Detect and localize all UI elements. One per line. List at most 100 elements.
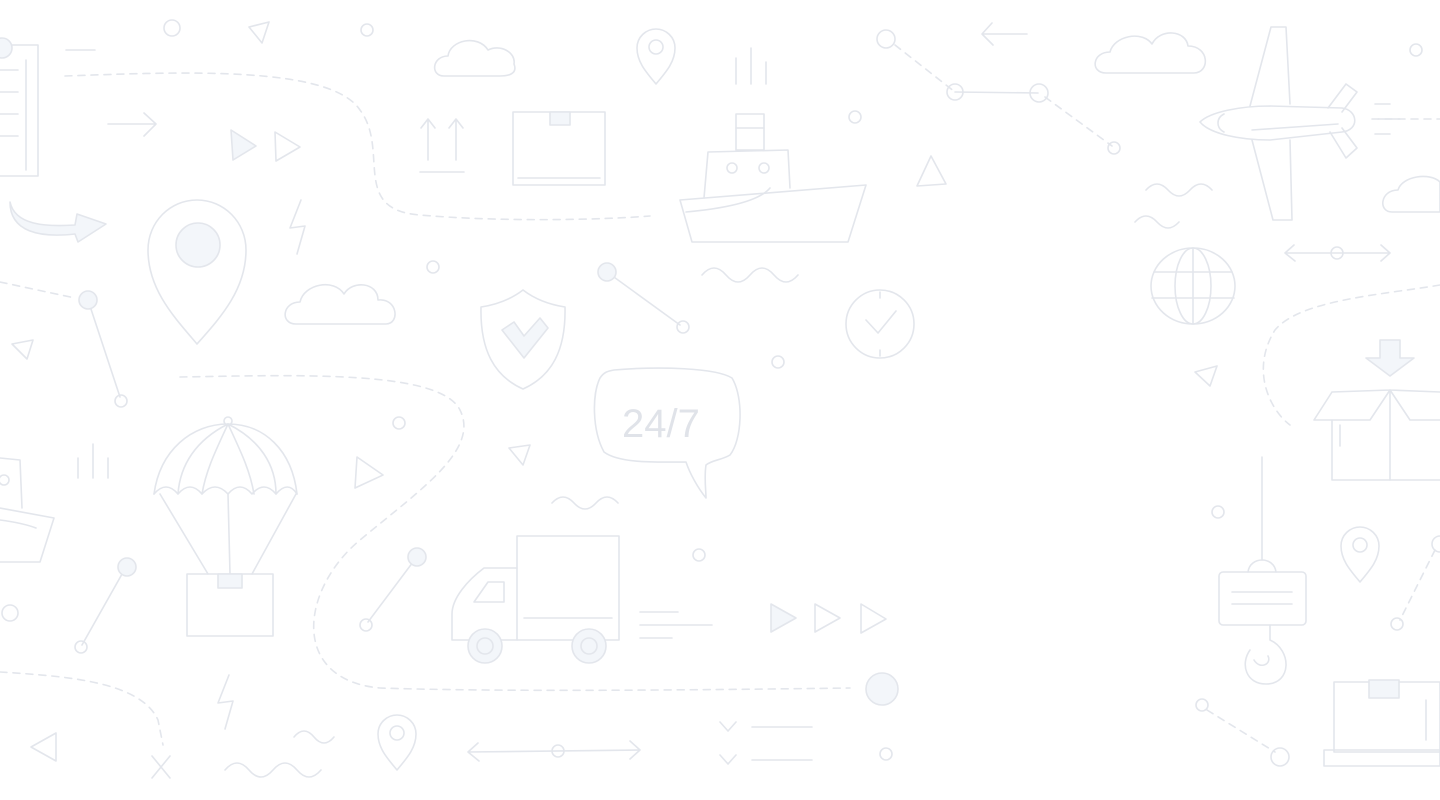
arrow-right-icon (107, 112, 157, 137)
connector-node (1195, 698, 1209, 712)
cloud-icon (1094, 32, 1207, 74)
double-arrow-icon (467, 740, 641, 762)
dashed-route-line (179, 374, 851, 692)
connector-node (114, 394, 128, 408)
arrow-left-icon (981, 22, 1028, 46)
globe-icon (1150, 247, 1236, 325)
dot-decoration (1409, 43, 1423, 57)
lightning-icon (289, 199, 306, 255)
connector-line (606, 271, 681, 326)
motion-lines (1374, 103, 1401, 135)
dot-decoration (771, 355, 785, 369)
lightning-icon (217, 674, 234, 730)
dashed-route-line (894, 44, 956, 93)
crane-hook-icon (1218, 456, 1307, 685)
play-arrows-icon (274, 131, 301, 162)
dot-decoration (360, 23, 374, 37)
clipboard-clip (0, 37, 13, 59)
wave-decoration (224, 762, 322, 778)
cargo-ship-icon (679, 113, 867, 243)
play-arrows-icon (814, 603, 841, 633)
connector-node (1107, 141, 1121, 155)
connector-node (597, 262, 617, 282)
arrows-up-icon (419, 118, 465, 173)
curved-arrow-icon (9, 201, 107, 243)
dashed-route-line (1044, 96, 1113, 147)
clipboard-icon (0, 44, 39, 177)
double-arrow-node (1330, 246, 1344, 260)
dot-decoration (1211, 505, 1225, 519)
shield-check-icon (480, 289, 566, 390)
connector-node (359, 618, 373, 632)
location-pin-icon (1340, 526, 1380, 583)
triangle-decoration (916, 155, 947, 187)
connector-line (367, 557, 417, 623)
triangle-decoration (11, 339, 34, 360)
support-bubble-text: 24/7 (622, 402, 700, 446)
clock-check-icon (845, 289, 915, 359)
parachute-delivery-icon (153, 416, 298, 637)
dot-decoration (392, 416, 406, 430)
triangle-decoration (248, 21, 270, 44)
connector-line (87, 299, 121, 398)
dot-decoration (426, 260, 440, 274)
connector-node (74, 640, 88, 654)
checklist-icon (719, 721, 813, 765)
motion-lines (77, 443, 109, 479)
cross-mark (151, 755, 171, 779)
connector-node (117, 557, 137, 577)
dot-decoration (1, 604, 19, 622)
package-box-icon (512, 111, 606, 186)
location-pin-icon (147, 199, 247, 345)
triangle-decoration (1194, 365, 1218, 387)
play-arrows-icon (860, 603, 887, 634)
connector-line (81, 566, 127, 646)
delivery-truck-icon (451, 535, 620, 664)
dot-decoration (163, 19, 181, 37)
connector-node (1270, 747, 1290, 767)
triangle-decoration (30, 732, 57, 762)
triangle-decoration (354, 456, 384, 489)
dashed-route-line (1262, 284, 1440, 426)
location-pin-icon (377, 714, 417, 771)
package-box-icon (1323, 679, 1440, 767)
connector-node (946, 83, 964, 101)
connector-node (676, 320, 690, 334)
motion-lines (639, 611, 713, 639)
motion-lines (735, 47, 767, 85)
open-box-arrow-icon (1313, 339, 1440, 481)
cloud-icon (433, 39, 516, 77)
cargo-ship-icon (0, 457, 55, 563)
connector-node (407, 547, 427, 567)
wave-decoration (1145, 183, 1213, 197)
location-pin-icon (636, 28, 676, 85)
support-chat-bubble-icon: 24/7 (593, 367, 741, 499)
triangle-decoration (508, 444, 531, 466)
double-arrow-node (551, 744, 565, 758)
cloud-icon (1382, 175, 1440, 213)
connector-node (1431, 535, 1440, 553)
dashed-route-line (0, 671, 164, 746)
wave-decoration (551, 496, 619, 510)
dashed-route-line (64, 72, 651, 221)
dot-decoration (848, 110, 862, 124)
wave-decoration (1134, 215, 1180, 229)
dashed-route-line (1206, 709, 1276, 753)
cloud-icon (284, 284, 396, 325)
play-arrows-icon (770, 603, 797, 633)
dashed-route-line (1399, 549, 1436, 621)
dot-decoration (692, 548, 706, 562)
dashed-route-line (0, 281, 76, 299)
connector-node (78, 290, 98, 310)
dot-decoration (879, 747, 893, 761)
connector-node (1390, 617, 1404, 631)
connector-node (865, 672, 899, 706)
wave-decoration (293, 730, 335, 744)
wave-decoration (701, 267, 799, 283)
connector-node (876, 29, 896, 49)
double-arrow-icon (1284, 244, 1391, 262)
connector-line (954, 91, 1039, 94)
airplane-icon (1199, 26, 1358, 221)
connector-node (1029, 83, 1049, 103)
